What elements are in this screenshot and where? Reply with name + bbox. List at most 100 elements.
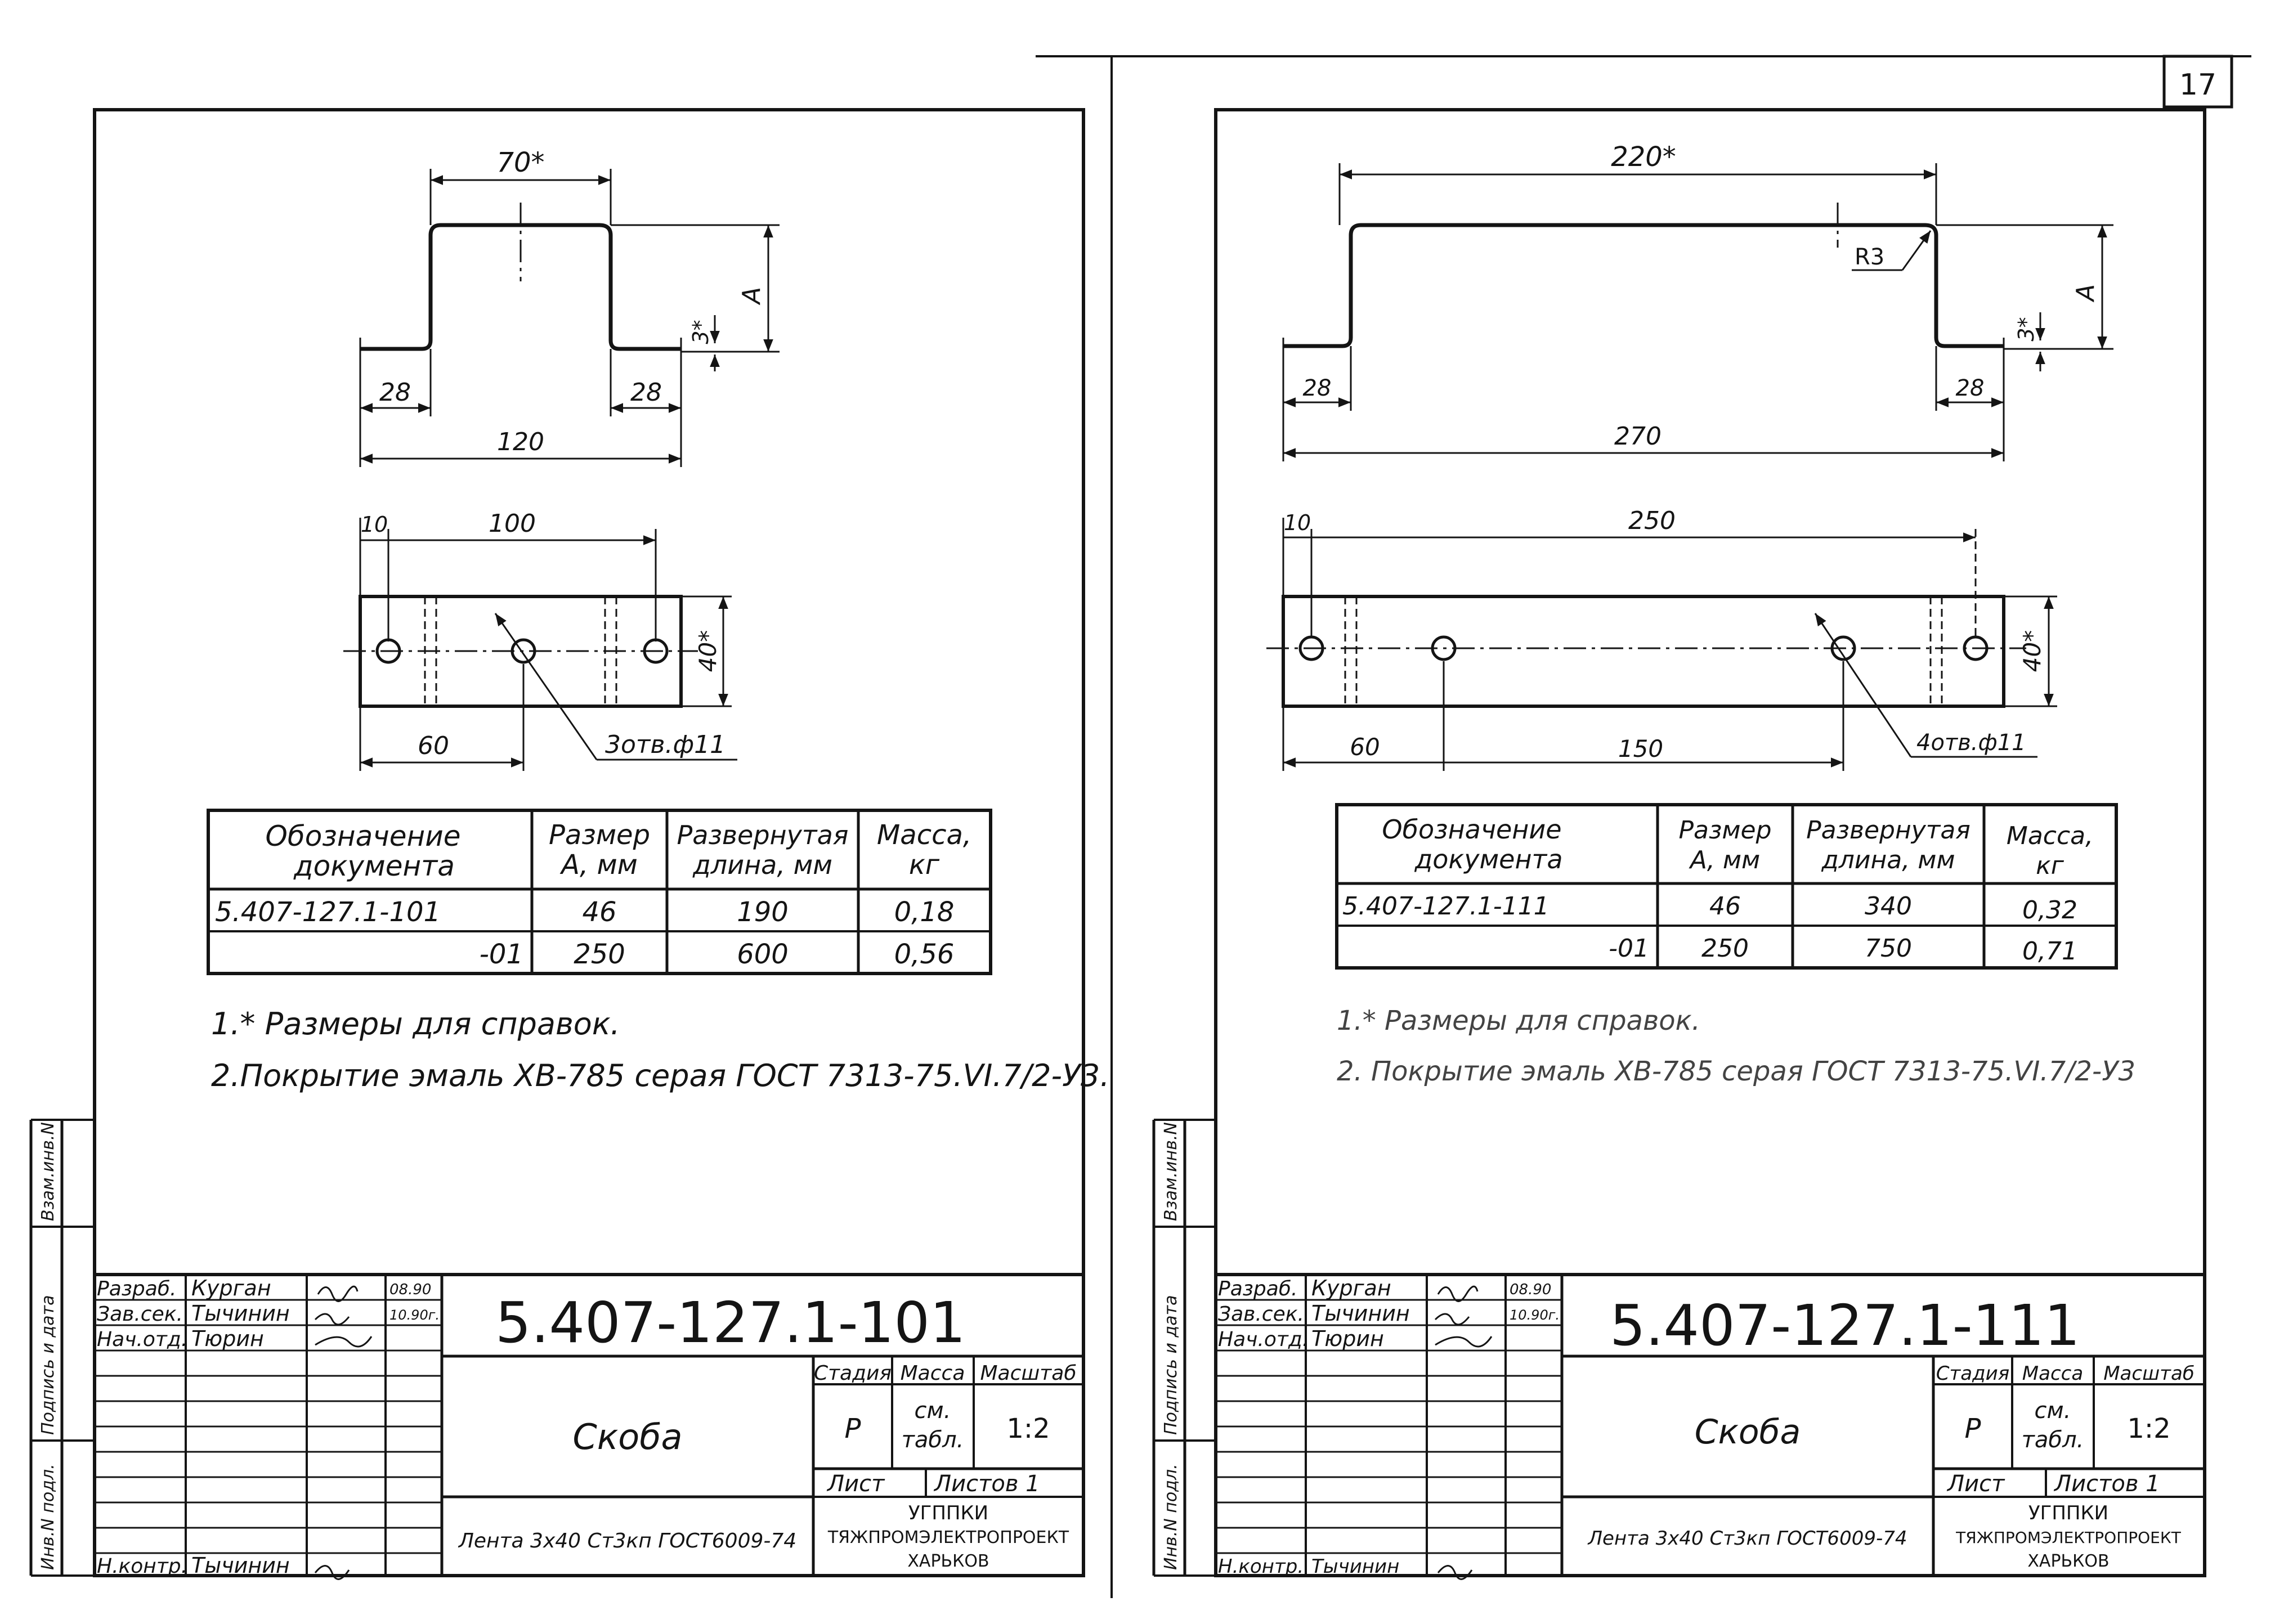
stage-value: Р — [1965, 1413, 1981, 1444]
role-sector: Зав.сек. — [1218, 1303, 1304, 1326]
signature — [1434, 1285, 1493, 1580]
role-dept: Нач.отд. — [1218, 1328, 1309, 1351]
dim-28-right: 28 — [1956, 375, 1985, 401]
dim-40: 40* — [694, 630, 722, 672]
right-profile-view: 220* R3 A 3* 28 28 270 — [1282, 141, 2113, 461]
mass-value: см. — [915, 1398, 951, 1424]
sheet-label: Лист — [826, 1471, 885, 1497]
org-line: УГППКИ — [2028, 1502, 2108, 1524]
scale-label: Масштаб — [980, 1362, 1076, 1385]
th-length-1: Развернутая — [677, 820, 849, 850]
material: Лента 3x40 Ст3кп ГОСТ6009-74 — [1587, 1527, 1907, 1550]
dim-a: A — [737, 287, 766, 306]
stage-value: Р — [845, 1413, 861, 1444]
right-title-block: Разраб. Зав.сек. Нач.отд. Н.контр. Курга… — [1216, 1273, 2205, 1580]
th-length-2: длина, мм — [1821, 846, 1955, 874]
dim-60: 60 — [418, 732, 449, 760]
dim-270: 270 — [1614, 422, 1662, 451]
note-2: 2. Покрытие эмаль ХВ-785 серая ГОСТ 7313… — [1337, 1056, 2135, 1087]
th-mass-2: кг — [2036, 851, 2064, 880]
role-sector: Зав.сек. — [97, 1303, 183, 1326]
cell-size: 250 — [574, 939, 625, 970]
scale-value: 1:2 — [1006, 1413, 1050, 1444]
date: 08.90 — [1510, 1281, 1551, 1298]
document-code: 5.407-127.1-101 — [495, 1290, 966, 1356]
hole-circle — [1431, 635, 1457, 661]
dim-10: 10 — [361, 512, 388, 537]
dim-a: A — [2071, 284, 2100, 303]
hole-circle — [510, 638, 536, 664]
dim-28-left: 28 — [1303, 375, 1332, 401]
left-spec-table: Обозначение документа Размер А, мм Разве… — [207, 809, 992, 975]
left-notes: 1.* Размеры для справок. 2.Покрытие эмал… — [211, 1006, 1109, 1093]
person-name: Тычинин — [191, 1301, 290, 1326]
date: 08.90 — [389, 1281, 431, 1298]
hole-circle — [1298, 635, 1324, 661]
dim-r3: R3 — [1855, 244, 1884, 270]
right-sheet: Инв.N подл. Подпись и дата Взам.инв.N 22… — [1152, 108, 2206, 1580]
cell-length: 340 — [1865, 892, 1912, 921]
cell-mass: 0,71 — [2022, 937, 2077, 966]
person-name: Тычинин — [1311, 1301, 1410, 1326]
cell-size: 46 — [1709, 892, 1741, 921]
th-size-1: Размер — [549, 819, 650, 851]
sheet-label: Лист — [1946, 1471, 2005, 1497]
cell-length: 750 — [1865, 934, 1912, 963]
hole-circle — [1963, 635, 1989, 661]
material: Лента 3x40 Ст3кп ГОСТ6009-74 — [458, 1529, 796, 1553]
left-side-stamp: Инв.N подл. Подпись и дата Взам.инв.N — [29, 1119, 95, 1577]
side-label-replace: Взам.инв.N — [38, 1122, 58, 1221]
dim-220: 220* — [1611, 141, 1676, 173]
right-strip-outline — [1282, 595, 2005, 708]
th-mass-2: кг — [909, 849, 940, 881]
cell-mass: 0,18 — [894, 896, 955, 928]
mass-value: табл. — [902, 1427, 964, 1453]
stage-label: Стадия — [1936, 1362, 2009, 1385]
left-plan-view: 10 100 40* 60 3отв.ф11 — [343, 509, 737, 771]
hole-circle — [1830, 635, 1856, 661]
th-length-1: Развернутая — [1806, 816, 1971, 845]
person-name: Курган — [191, 1276, 271, 1300]
th-mass-1: Масса, — [877, 819, 971, 851]
th-designation-2: документа — [293, 850, 455, 882]
dim-70: 70* — [496, 147, 544, 178]
th-size-2: А, мм — [559, 849, 638, 881]
org-line: УГППКИ — [908, 1502, 988, 1524]
role-developer: Разраб. — [97, 1277, 176, 1300]
th-length-2: длина, мм — [692, 850, 832, 880]
signature — [314, 1285, 373, 1580]
part-name: Скоба — [573, 1416, 683, 1457]
cell-length: 600 — [737, 939, 789, 970]
dim-3: 3* — [688, 320, 713, 344]
right-notes: 1.* Размеры для справок. 2. Покрытие эма… — [1337, 1005, 2135, 1087]
dim-10: 10 — [1284, 510, 1311, 535]
person-name: Тычинин — [1311, 1555, 1399, 1578]
th-size-1: Размер — [1678, 816, 1771, 845]
mass-value: см. — [2035, 1398, 2071, 1424]
person-name: Тюрин — [191, 1326, 264, 1351]
side-label-inv: Инв.N подл. — [1161, 1464, 1181, 1570]
role-dept: Нач.отд. — [97, 1328, 187, 1351]
role-control: Н.контр. — [97, 1555, 187, 1578]
scale-value: 1:2 — [2127, 1413, 2170, 1444]
dim-3: 3* — [2014, 317, 2039, 341]
org-line: ТЯЖПРОМЭЛЕКТРОПРОЕКТ — [1955, 1528, 2182, 1547]
right-side-stamp: Инв.N подл. Подпись и дата Взам.инв.N — [1152, 1119, 1216, 1577]
holes-label: 4отв.ф11 — [1916, 730, 2026, 756]
person-name: Тюрин — [1311, 1326, 1384, 1351]
right-spec-table: Обозначение документа Размер А, мм Разве… — [1335, 803, 2118, 970]
cell-length: 190 — [737, 896, 789, 928]
left-sheet: Инв.N подл. Подпись и дата Взам.инв.N 70… — [29, 108, 1109, 1580]
role-control: Н.контр. — [1218, 1555, 1304, 1578]
right-bracket-profile — [1283, 223, 2004, 348]
org-line: ХАРЬКОВ — [907, 1551, 989, 1571]
page-frame: 17 — [1036, 55, 2251, 1598]
holes-label: 3отв.ф11 — [605, 730, 726, 759]
side-label-sign: Подпись и дата — [38, 1295, 58, 1435]
dim-250: 250 — [1628, 506, 1676, 535]
th-designation-1: Обозначение — [1382, 814, 1561, 845]
cell-mass: 0,56 — [894, 939, 955, 970]
dim-28-right: 28 — [630, 378, 662, 407]
side-label-inv: Инв.N подл. — [38, 1464, 58, 1570]
